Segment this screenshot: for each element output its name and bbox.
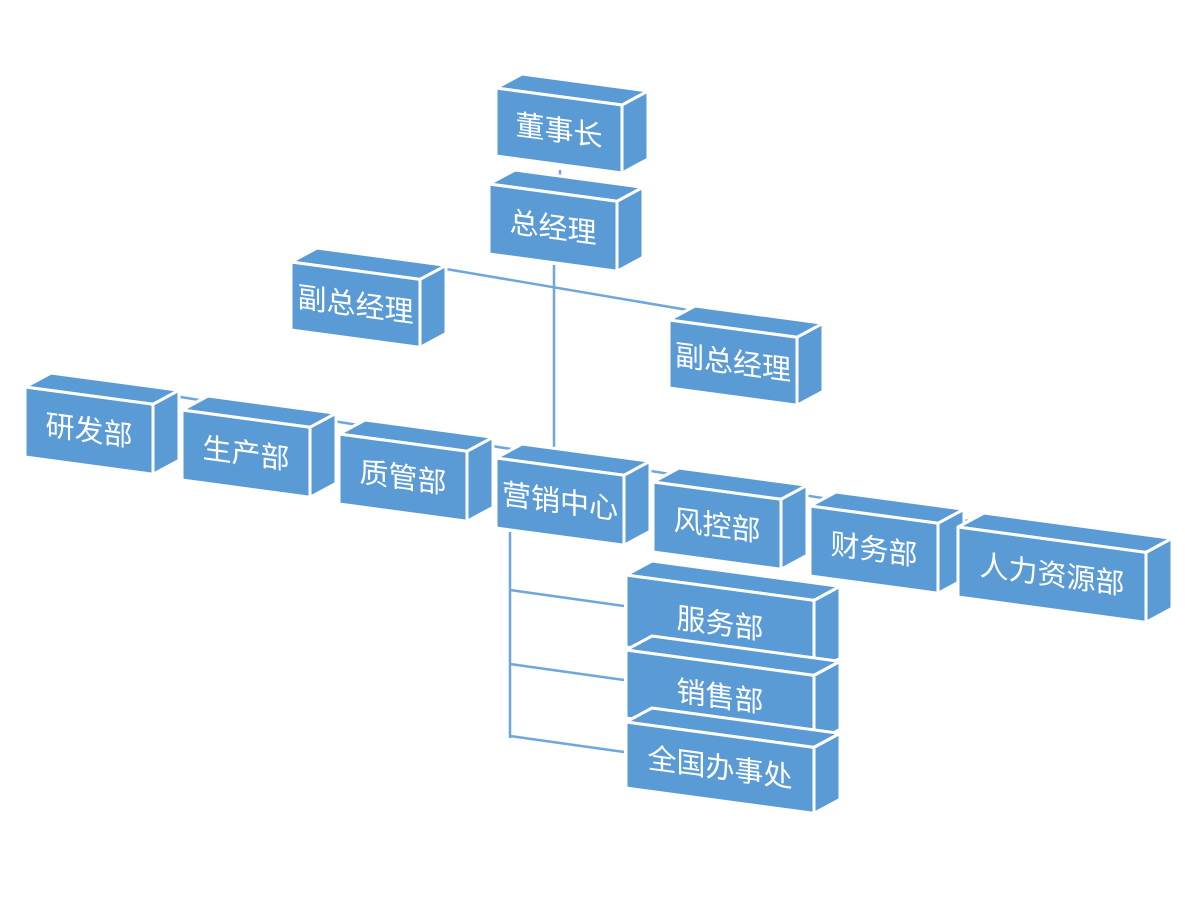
org-box-rd[interactable]: 研发部: [23, 371, 181, 476]
box-side-face: [779, 483, 809, 571]
box-front-face: [956, 525, 1148, 624]
box-side-face: [418, 263, 448, 349]
connector-sales: [509, 662, 625, 682]
org-box-general-manager[interactable]: 总经理: [487, 168, 645, 273]
box-side-face: [151, 388, 181, 476]
connector-service: [509, 588, 625, 608]
box-front-face: [494, 86, 624, 175]
org-box-chairman[interactable]: 董事长: [494, 72, 650, 175]
org-box-marketing[interactable]: 营销中心: [494, 442, 652, 547]
box-side-face: [465, 435, 495, 523]
box-side-face: [615, 185, 645, 273]
org-box-finance[interactable]: 财务部: [808, 490, 966, 595]
box-front-face: [289, 260, 422, 349]
box-front-face: [624, 720, 816, 815]
org-box-vp-right[interactable]: 副总经理: [667, 304, 825, 407]
org-box-offices[interactable]: 全国办事处: [624, 706, 842, 815]
org-box-risk[interactable]: 风控部: [651, 466, 809, 571]
org-box-production[interactable]: 生产部: [180, 394, 338, 499]
box-front-face: [667, 318, 799, 407]
box-front-face: [651, 480, 783, 571]
org-box-service[interactable]: 服务部: [624, 559, 842, 674]
box-side-face: [622, 459, 652, 547]
connector-offices: [509, 734, 625, 754]
box-front-face: [180, 408, 312, 499]
box-front-face: [808, 504, 940, 595]
box-front-face: [23, 385, 155, 476]
org-box-hr[interactable]: 人力资源部: [956, 511, 1174, 624]
box-front-face: [487, 182, 619, 273]
org-box-sales[interactable]: 销售部: [624, 634, 842, 745]
org-box-vp-left[interactable]: 副总经理: [289, 246, 448, 349]
box-side-face: [812, 731, 842, 815]
box-side-face: [1144, 536, 1174, 624]
box-front-face: [337, 432, 469, 523]
org-box-quality[interactable]: 质管部: [337, 418, 495, 523]
box-front-face: [494, 456, 626, 547]
box-side-face: [308, 411, 338, 499]
box-side-face: [620, 89, 650, 175]
box-side-face: [795, 321, 825, 407]
